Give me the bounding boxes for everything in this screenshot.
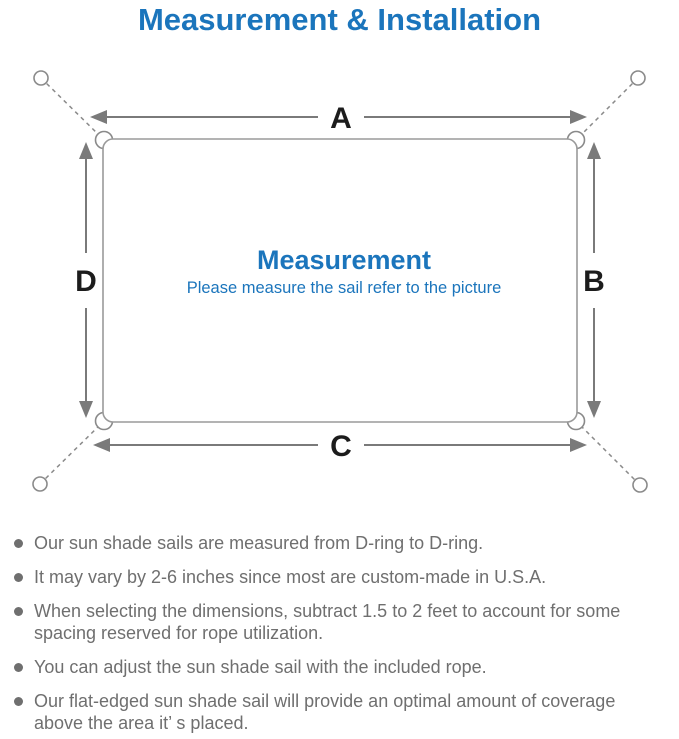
dimension-arrow-d: D <box>75 142 97 418</box>
arrowhead-left <box>90 110 107 124</box>
arrowhead-left <box>93 438 110 452</box>
bullet-icon <box>14 607 23 616</box>
note-text: When selecting the dimensions, subtract … <box>34 601 621 643</box>
caption-subtitle: Please measure the sail refer to the pic… <box>187 279 502 297</box>
rope-top-right <box>576 77 639 140</box>
dimension-label-b: B <box>583 265 605 298</box>
rope-bottom-right <box>576 421 641 486</box>
sail-measurement-diagram: A B C D Measurement Pl <box>32 70 648 493</box>
bullet-icon <box>14 539 23 548</box>
dimension-arrow-c: C <box>93 430 587 463</box>
rope-bottom-left <box>39 421 104 485</box>
page-title: Measurement & Installation <box>137 2 542 37</box>
sail-rectangle <box>102 138 578 423</box>
bullet-icon <box>14 573 23 582</box>
anchor-points <box>32 70 648 493</box>
list-item: You can adjust the sun shade sail with t… <box>13 656 665 678</box>
note-text: It may vary by 2-6 inches since most are… <box>34 567 547 587</box>
bullet-icon <box>14 663 23 672</box>
arrowhead-down <box>587 401 601 418</box>
anchor-point-bottom-right <box>632 477 648 493</box>
anchor-point-top-right <box>630 70 646 86</box>
anchor-point-bottom-left <box>32 476 48 492</box>
caption-title: Measurement <box>257 245 431 275</box>
arrowhead-up <box>587 142 601 159</box>
anchor-point-top-left <box>33 70 49 86</box>
dimension-arrow-b: B <box>583 142 605 418</box>
rope-top-left <box>40 77 104 140</box>
diagram-caption: Measurement Please measure the sail refe… <box>187 245 502 297</box>
note-text: Our sun shade sails are measured from D-… <box>34 533 484 553</box>
list-item: When selecting the dimensions, subtract … <box>13 600 665 644</box>
list-item: Our flat-edged sun shade sail will provi… <box>13 690 665 734</box>
arrowhead-right <box>570 438 587 452</box>
note-text: You can adjust the sun shade sail with t… <box>34 657 487 677</box>
arrowhead-down <box>79 401 93 418</box>
list-item: It may vary by 2-6 inches since most are… <box>13 566 665 588</box>
list-item: Our sun shade sails are measured from D-… <box>13 532 665 554</box>
dimension-label-c: C <box>330 430 352 463</box>
mounting-ropes <box>39 77 641 486</box>
notes-list: Our sun shade sails are measured from D-… <box>13 532 665 739</box>
dimension-label-d: D <box>75 265 97 298</box>
arrowhead-right <box>570 110 587 124</box>
bullet-icon <box>14 697 23 706</box>
note-text: Our flat-edged sun shade sail will provi… <box>34 691 616 733</box>
dimension-arrow-a: A <box>90 102 587 135</box>
arrowhead-up <box>79 142 93 159</box>
dimension-label-a: A <box>330 102 352 135</box>
